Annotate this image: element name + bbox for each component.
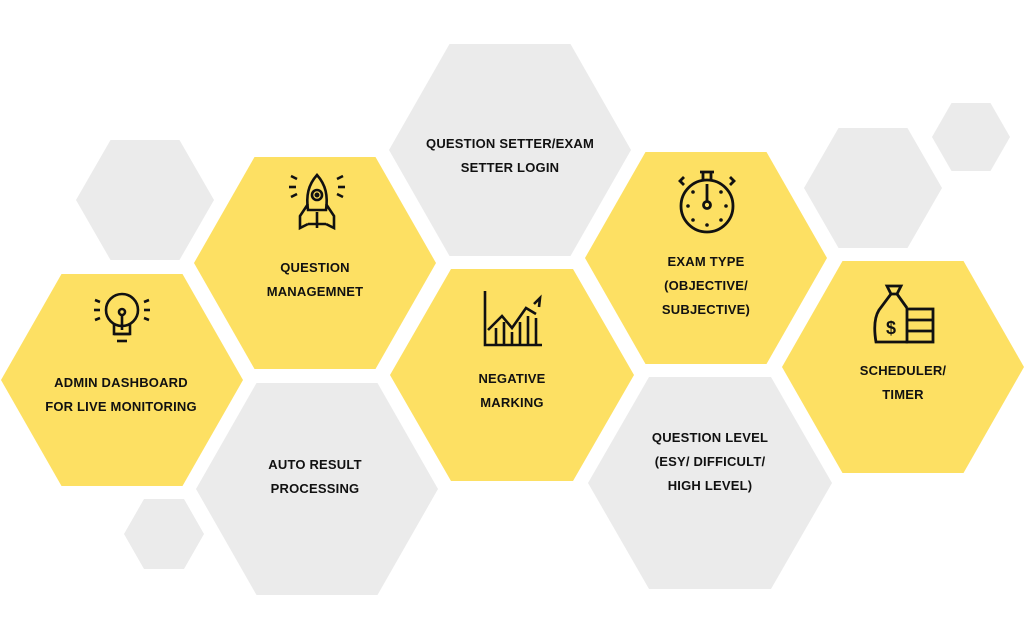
- money-bag-icon: $: [873, 284, 935, 344]
- hex-scheduler-timer: [782, 261, 1024, 473]
- hex-decor: [124, 499, 204, 569]
- label-question-level: QUESTION LEVEL(ESY/ DIFFICULT/HIGH LEVEL…: [651, 430, 769, 493]
- stopwatch-icon: [678, 170, 736, 234]
- rocket-icon: [289, 173, 345, 231]
- hex-admin-dashboard: [1, 274, 243, 486]
- svg-text:$: $: [886, 318, 896, 338]
- hex-decor: [804, 128, 942, 248]
- hex-question-management: [194, 157, 436, 369]
- growth-chart-icon: [483, 291, 542, 347]
- label-scheduler-timer: SCHEDULER/TIMER: [859, 363, 947, 402]
- hex-auto-result: [196, 383, 438, 595]
- hex-decor: [76, 140, 214, 260]
- hex-question-setter-login: [389, 44, 631, 256]
- hex-negative-marking: [390, 269, 634, 481]
- label-exam-type: EXAM TYPE(OBJECTIVE/SUBJECTIVE): [661, 254, 751, 317]
- hex-question-level: [588, 377, 832, 589]
- lightbulb-icon: [94, 292, 150, 343]
- hex-exam-type: [585, 152, 827, 364]
- hex-decor: [932, 103, 1010, 171]
